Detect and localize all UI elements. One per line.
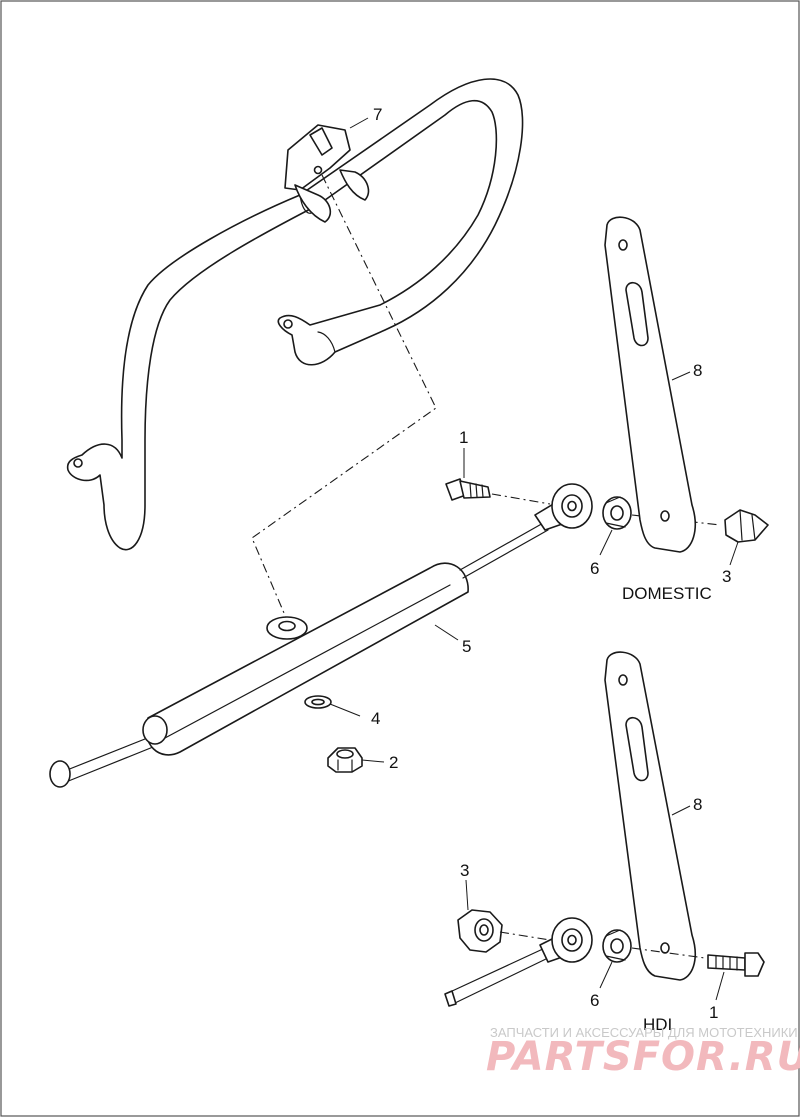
bracket-top-lower-hole bbox=[660, 510, 670, 522]
bracket-hole bbox=[313, 165, 323, 175]
damper-end-face bbox=[142, 715, 168, 745]
steering-damper bbox=[49, 521, 549, 788]
callout-5: 5 bbox=[462, 637, 471, 656]
bracket-top-slot bbox=[625, 281, 649, 347]
label-hdi: HDI bbox=[643, 1015, 672, 1034]
rod-bottom-2 bbox=[454, 957, 549, 1004]
flange-nut-facets bbox=[337, 759, 353, 772]
acorn-nut-top bbox=[724, 509, 769, 543]
callout-2: 2 bbox=[389, 753, 398, 772]
leader-2 bbox=[361, 759, 385, 763]
leader-8-bottom bbox=[671, 805, 691, 816]
callout-7: 7 bbox=[373, 105, 382, 124]
watermark-tagline: ЗАПЧАСТИ И АКСЕССУАРЫ ДЛЯ МОТОТЕХНИКИ bbox=[490, 1025, 798, 1040]
leader-3-bottom bbox=[465, 879, 469, 911]
leader-7 bbox=[349, 117, 369, 129]
damper-rod-right-2 bbox=[462, 529, 549, 579]
leader-5 bbox=[434, 624, 459, 641]
damper-body-highlight bbox=[164, 584, 451, 739]
bracket-top-hole bbox=[618, 239, 628, 251]
leader-8-top bbox=[671, 371, 691, 381]
clamp-right bbox=[339, 169, 370, 201]
leader-4 bbox=[329, 703, 361, 717]
callout-1-top: 1 bbox=[459, 428, 468, 447]
damper-rod-left bbox=[61, 734, 156, 773]
bolt-top-threads bbox=[469, 482, 484, 498]
callout-8-top: 8 bbox=[693, 361, 702, 380]
callout-6-bottom: 6 bbox=[590, 991, 599, 1010]
spacer-bottom bbox=[602, 929, 632, 963]
bottom-axis-right bbox=[631, 947, 706, 959]
bracket-plate bbox=[284, 124, 351, 191]
mount-tab-hole bbox=[73, 458, 83, 468]
spacer-bottom-edge bbox=[605, 929, 626, 961]
bolt-bottom-threads bbox=[715, 955, 738, 971]
rod-end-bottom-bore bbox=[567, 934, 577, 946]
washer bbox=[304, 695, 332, 709]
bracket-bottom-lower-hole bbox=[660, 942, 670, 954]
spacer-top-edge bbox=[605, 496, 626, 528]
rod-end-bottom bbox=[444, 917, 593, 1007]
flange-nut bbox=[327, 747, 363, 773]
spacer-top-bore bbox=[610, 505, 624, 521]
acorn-nut-top-facets bbox=[739, 509, 756, 541]
rod-end-cap bbox=[49, 760, 71, 788]
spacer-top bbox=[602, 496, 632, 530]
label-domestic: DOMESTIC bbox=[622, 584, 712, 603]
bolt-bottom-shank bbox=[707, 954, 746, 971]
acorn-nut-bottom bbox=[457, 909, 503, 953]
rod-bottom-1 bbox=[449, 947, 546, 993]
bracket-tab bbox=[309, 127, 333, 156]
bracket-bottom-slot bbox=[625, 716, 649, 782]
bolt-bottom-head bbox=[744, 952, 765, 977]
rod-end-top bbox=[534, 483, 593, 531]
leader-lines bbox=[329, 117, 739, 1001]
callout-4: 4 bbox=[371, 709, 380, 728]
handlebar-tube bbox=[66, 78, 524, 551]
handlebar-outline bbox=[66, 78, 524, 551]
mount-bracket-top bbox=[604, 216, 696, 553]
rod-bottom-cut bbox=[444, 990, 457, 1007]
washer-hole bbox=[311, 698, 325, 706]
acorn-nut-top-body bbox=[724, 509, 769, 543]
bottom-axis-left bbox=[499, 931, 551, 941]
callout-6-top: 6 bbox=[590, 559, 599, 578]
clamp-left bbox=[294, 184, 332, 223]
callout-3-bottom: 3 bbox=[460, 861, 469, 880]
tube-end bbox=[317, 331, 336, 353]
damper-mount-hole bbox=[278, 620, 296, 632]
callout-3-top: 3 bbox=[722, 567, 731, 586]
spacer-bottom-bore bbox=[610, 938, 624, 954]
watermark-logo-text: PARTSFOR.RU bbox=[486, 1034, 800, 1080]
damper-rod-right bbox=[459, 521, 546, 571]
leader-3-top bbox=[729, 541, 739, 566]
leader-6-bottom bbox=[599, 961, 613, 989]
leader-6-top bbox=[599, 529, 613, 556]
flange-nut-top bbox=[336, 749, 354, 759]
acorn-nut-bottom-bore bbox=[479, 924, 489, 936]
callout-1-bottom: 1 bbox=[709, 1003, 718, 1022]
bolt-top bbox=[445, 478, 491, 501]
damper-rod-left-2 bbox=[65, 744, 159, 783]
clamp-bracket bbox=[284, 124, 370, 223]
rod-end-bore bbox=[567, 500, 577, 512]
leader-1-bottom bbox=[715, 971, 725, 1001]
mount-bracket-bottom bbox=[604, 651, 696, 981]
mount-tab-hole-2 bbox=[283, 319, 293, 329]
bolt-bottom bbox=[707, 952, 765, 977]
bracket-bottom-hole bbox=[618, 674, 628, 686]
callout-8-bottom: 8 bbox=[693, 795, 702, 814]
